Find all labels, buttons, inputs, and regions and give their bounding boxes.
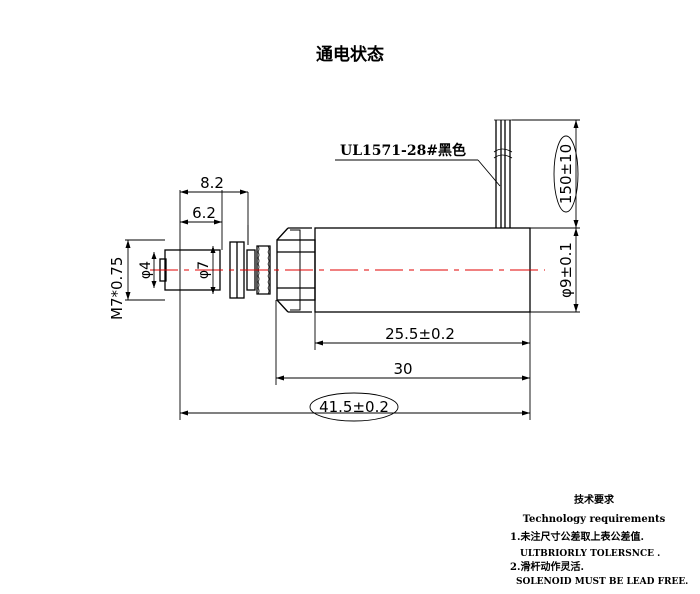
dim-25-5: 25.5±0.2 — [385, 325, 455, 343]
req-item-1-en: ULTBRIORLY TOLERSNCE . — [520, 549, 660, 559]
req-heading: 技术要求 — [574, 493, 615, 506]
req-heading-en: Technology requirements — [523, 514, 666, 525]
dim-lead-length: 150±10 — [557, 144, 575, 204]
req-item-1: 1.未注尺寸公差取上表公差值. — [510, 530, 644, 543]
tolerance-ellipse-150 — [553, 135, 579, 213]
req-item-2-en: SOLENOID MUST BE LEAD FREE. — [516, 577, 688, 587]
dim-body-dia: φ9±0.1 — [557, 242, 575, 298]
req-item-2: 2.滑杆动作灵活. — [510, 560, 584, 573]
solenoid-part — [150, 119, 545, 313]
dim-dia-7: φ7 — [196, 261, 212, 279]
technical-requirements: 技术要求 Technology requirements 1.未注尺寸公差取上表… — [510, 493, 688, 587]
dim-6-2: 6.2 — [192, 204, 216, 222]
lead-wire-1 — [495, 120, 502, 228]
dim-dia-4: φ4 — [138, 261, 154, 279]
dim-30: 30 — [393, 360, 412, 378]
dimension-lines — [125, 119, 580, 420]
wire-label: UL1571-28#黑色 — [340, 142, 466, 159]
drawing-title: 通电状态 — [316, 44, 384, 65]
tolerance-ellipse-41-5 — [309, 392, 399, 422]
dim-8-2: 8.2 — [200, 174, 224, 192]
lead-wire-2 — [504, 120, 511, 228]
thread-section — [256, 245, 271, 295]
dim-thread: M7*0.75 — [108, 257, 126, 320]
arrowheads — [125, 120, 579, 416]
dim-41-5: 41.5±0.2 — [319, 398, 389, 416]
